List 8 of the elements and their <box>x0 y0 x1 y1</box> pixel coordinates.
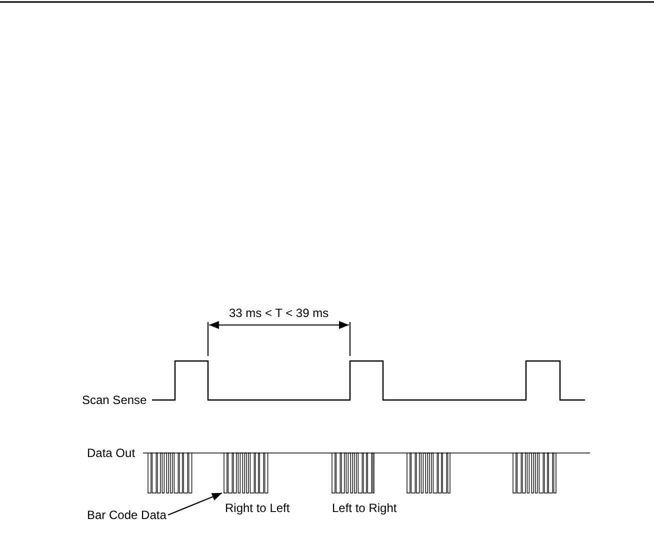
pulse-burst <box>224 452 268 494</box>
leader-line <box>168 492 222 516</box>
signal-label: Data Out <box>87 446 136 460</box>
direction-label: Left to Right <box>332 501 397 515</box>
signal-label: Bar Code Data <box>87 508 166 522</box>
signal-label: Scan Sense <box>82 393 147 407</box>
direction-label: Right to Left <box>225 501 290 515</box>
dimension-label: 33 ms < T < 39 ms <box>229 306 329 320</box>
